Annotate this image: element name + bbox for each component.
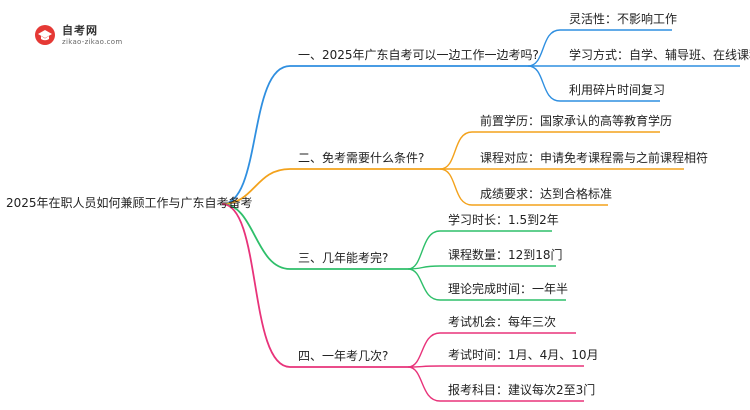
logo: 自考网 zikao-zikao.com bbox=[30, 20, 140, 52]
connector-leaf-3-2 bbox=[407, 265, 556, 270]
logo-title: 自考网 bbox=[62, 24, 98, 37]
branch-1-label: 一、2025年广东自考可以一边工作一边考吗? bbox=[298, 48, 539, 62]
leaf-2-1: 前置学历：国家承认的高等教育学历 bbox=[480, 114, 673, 128]
leaf-2-2: 课程对应：申请免考课程需与之前课程相符 bbox=[480, 151, 709, 165]
leaf-2-3: 成绩要求：达到合格标准 bbox=[480, 187, 613, 201]
connector-leaf-4-1 bbox=[407, 332, 576, 368]
connector-leaf-2-3 bbox=[439, 168, 608, 206]
leaf-1-2: 学习方式：自学、辅导班、在线课程 bbox=[569, 48, 750, 62]
leaf-4-2: 考试时间：1月、4月、10月 bbox=[448, 348, 599, 362]
connector-leaf-3-1 bbox=[407, 230, 552, 270]
connector-branch-4 bbox=[221, 203, 408, 368]
connector-leaf-4-3 bbox=[407, 366, 584, 402]
leaf-4-3: 报考科目：建议每次2至3门 bbox=[448, 383, 596, 397]
leaf-1-3: 利用碎片时间复习 bbox=[569, 83, 666, 97]
connector-leaf-1-3 bbox=[527, 65, 660, 102]
connector-leaf-2-1 bbox=[439, 131, 660, 170]
connector-branch-2 bbox=[221, 168, 440, 205]
branch-2-label: 二、免考需要什么条件? bbox=[298, 151, 425, 165]
connector-leaf-1-1 bbox=[527, 29, 672, 67]
connector-leaf-3-3 bbox=[407, 268, 566, 301]
leaf-4-1: 考试机会：每年三次 bbox=[448, 315, 557, 329]
leaf-3-2: 课程数量：12到18门 bbox=[448, 248, 563, 262]
leaf-3-3: 理论完成时间：一年半 bbox=[448, 282, 569, 296]
graduation-cap-icon bbox=[35, 25, 55, 45]
branch-4-label: 四、一年考几次? bbox=[298, 349, 389, 363]
logo-subtitle: zikao-zikao.com bbox=[62, 38, 123, 46]
connector-leaf-4-2 bbox=[407, 365, 584, 368]
branch-3-label: 三、几年能考完? bbox=[298, 251, 389, 265]
leaf-1-1: 灵活性：不影响工作 bbox=[569, 12, 678, 26]
connector-branch-3 bbox=[221, 203, 408, 270]
root-node: 2025年在职人员如何兼顾工作与广东自考备考 bbox=[6, 196, 253, 210]
leaf-3-1: 学习时长：1.5到2年 bbox=[448, 213, 559, 227]
connector-branch-1 bbox=[221, 65, 528, 205]
